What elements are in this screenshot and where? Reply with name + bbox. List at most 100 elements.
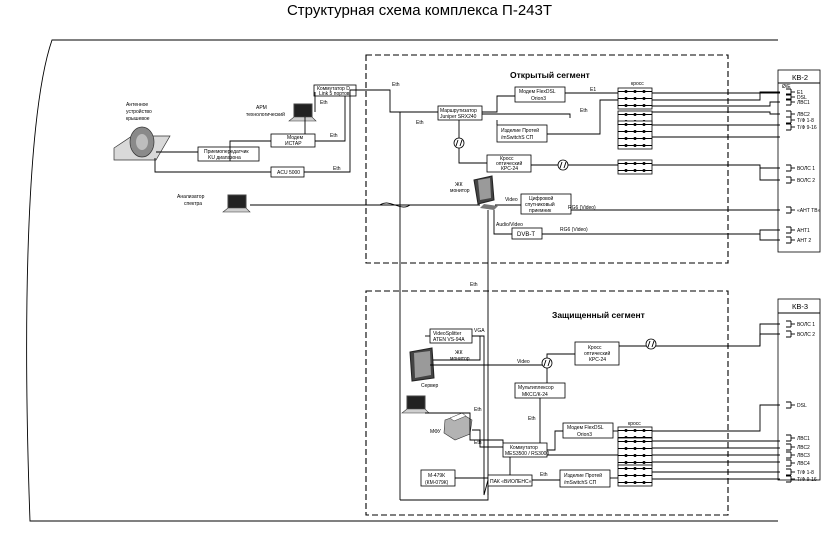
secure-segment-frame [365, 290, 729, 516]
kv3-port: Т/Ф 1-8 [786, 468, 814, 476]
svg-text:АНТ1: АНТ1 [797, 228, 810, 234]
svg-text:спутниковый: спутниковый [525, 201, 555, 208]
cross-optic-open: Кросс оптический КРС-24 [486, 154, 532, 173]
kv3-port: ВОЛС 1 [786, 320, 815, 328]
switch-top: Коммутатор D Link 5 портов [313, 84, 357, 97]
arm-label-1: АРМ [256, 105, 267, 111]
svg-text:KU диапазона: KU диапазона [208, 155, 241, 161]
secure-segment-label: Защищенный сегмент [552, 310, 645, 320]
kv3-port: Т/Ф 9-16 [786, 475, 817, 483]
svg-text:Изделие Протей: Изделие Протей [501, 127, 539, 134]
kv2-port: ЛВС1 [786, 98, 810, 106]
svg-text:Orion3: Orion3 [531, 96, 546, 102]
svg-text:Е1: Е1 [797, 90, 803, 96]
kv3-port: ЛВС4 [786, 459, 810, 467]
arm-laptop: АРМ технологический [246, 103, 317, 122]
open-segment-frame [365, 54, 729, 264]
transceiver: Приемопередатчик KU диапазона [197, 146, 260, 162]
cross-block [617, 87, 653, 110]
svg-text:МФУ: МФУ [430, 429, 442, 435]
svg-text:ЛВС1: ЛВС1 [797, 100, 810, 106]
svg-text:ИСТАР: ИСТАР [285, 141, 302, 147]
svg-text:/mSwitchS СП: /mSwitchS СП [564, 480, 597, 486]
kv2-port: АНТ 2 [786, 236, 811, 244]
svg-text:ACU 5000: ACU 5000 [277, 170, 300, 176]
kv2-port: Т/Ф 1-8 [786, 116, 814, 124]
svg-text:Audio/Video: Audio/Video [496, 222, 523, 228]
kv3-port: DSL [786, 401, 807, 409]
m479k: М-479К (КМ-079К) [420, 469, 456, 487]
svg-text:ЖК: ЖК [455, 350, 463, 356]
svg-text:Eth: Eth [333, 166, 341, 172]
modem-flexdsl-open: Модем FlexDSL Orion3 [514, 86, 566, 103]
kv3-title: КВ-3 [792, 302, 808, 311]
svg-text:Orion3: Orion3 [577, 432, 592, 438]
optic-coil-2 [557, 159, 569, 171]
svg-text:Video: Video [505, 197, 518, 203]
svg-text:ЛВС3: ЛВС3 [797, 453, 810, 459]
kv3-port: ЛВС3 [786, 451, 810, 459]
svg-text:АНТ 2: АНТ 2 [797, 238, 811, 244]
svg-text:Eth: Eth [580, 108, 588, 114]
svg-text:Приемопередатчик: Приемопередатчик [204, 149, 249, 155]
kv2-port: АНТ1 [786, 226, 810, 234]
lcd-monitor-open: ЖК монитор [450, 175, 498, 210]
svg-text:приемник: приемник [529, 208, 552, 214]
svg-text:ЛВС1: ЛВС1 [797, 436, 810, 442]
svg-text:ЛВС4: ЛВС4 [797, 461, 810, 467]
kv2-port: ВОЛС 1 [786, 164, 815, 172]
svg-text:Т/Ф 1-8: Т/Ф 1-8 [797, 118, 814, 124]
svg-text:КРС-24: КРС-24 [501, 166, 518, 172]
secure-monitor: ЖК монитор [409, 347, 470, 382]
svg-text:ЛВС2: ЛВС2 [797, 112, 810, 118]
kv3-port: ЛВС2 [786, 443, 810, 451]
kv2-header: Ø/Е [782, 84, 791, 90]
svg-text:Т/Ф 9-16: Т/Ф 9-16 [797, 477, 817, 483]
svg-text:«АНТ ТВ»: «АНТ ТВ» [797, 208, 821, 214]
svg-text:Изделие Протей: Изделие Протей [564, 472, 602, 479]
svg-text:ВОЛС 2: ВОЛС 2 [797, 332, 815, 338]
svg-text:VGA: VGA [474, 328, 485, 334]
cross-optic-secure: Кросс оптический КРС-24 [574, 341, 620, 366]
kv3-port: ЛВС1 [786, 434, 810, 442]
page-title: Структурная схема комплекса П-243Т [286, 2, 553, 19]
svg-text:/mSwitchS СП: /mSwitchS СП [501, 135, 534, 141]
optic-coil-1 [453, 137, 465, 149]
cross-block [617, 159, 653, 175]
antenna-label-2: устройство [126, 108, 152, 115]
svg-text:ВОЛС 1: ВОЛС 1 [797, 166, 815, 172]
svg-text:оптический: оптический [584, 350, 610, 357]
analyzer-label-1: Анализатор [177, 194, 205, 200]
svg-text:Модем FlexDSL: Модем FlexDSL [519, 89, 556, 95]
kv2-port: Т/Ф 9-16 [786, 123, 817, 131]
svg-text:Модем: Модем [287, 135, 304, 141]
server-laptop [401, 395, 430, 414]
kv2-title: КВ-2 [792, 73, 808, 82]
svg-text:Video: Video [517, 359, 530, 365]
antenna-label-1: Антенное [126, 102, 148, 108]
svg-text:E1: E1 [590, 87, 596, 93]
svg-text:RG6 (Video): RG6 (Video) [568, 205, 596, 211]
svg-text:Маршрутизатор: Маршрутизатор [440, 108, 477, 114]
svg-text:Eth: Eth [474, 407, 482, 413]
svg-text:Eth: Eth [474, 440, 482, 446]
digital-tv-receiver: Цифровой спутниковый приемник [520, 193, 572, 215]
svg-text:ATEN VS-94A: ATEN VS-94A [433, 337, 465, 343]
antenna-label-3: крышевое [126, 116, 150, 122]
svg-text:кросс: кросс [628, 421, 641, 427]
svg-text:монитор: монитор [450, 188, 470, 194]
switch-secure: Коммутатор MES3500 / RS3000 [502, 442, 549, 458]
svg-text:Цифровой: Цифровой [529, 195, 554, 202]
svg-text:DSL: DSL [797, 95, 807, 101]
svg-text:VideoSplitter: VideoSplitter [433, 331, 462, 337]
svg-text:Eth: Eth [392, 82, 400, 88]
svg-text:Т/Ф 9-16: Т/Ф 9-16 [797, 125, 817, 131]
svg-text:Eth: Eth [540, 472, 548, 478]
mfu-printer: МФУ [430, 412, 473, 441]
svg-text:RG6 (Video): RG6 (Video) [560, 227, 588, 233]
kv3-port: ВОЛС 2 [786, 330, 815, 338]
analyzer-label-2: спектра [184, 201, 202, 207]
modem-flexdsl-secure: Модем FlexDSL Orion3 [562, 422, 614, 439]
svg-text:Сервер: Сервер [421, 383, 439, 389]
